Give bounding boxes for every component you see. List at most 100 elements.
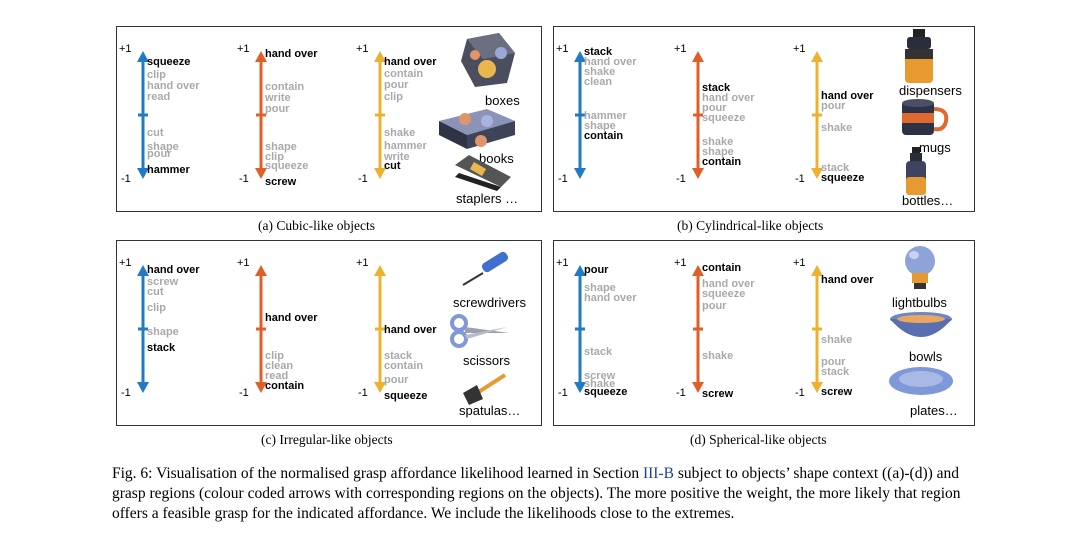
affordance-label: contain (584, 130, 624, 142)
affordance-label: shake (821, 122, 853, 134)
tick-minus-one: -1 (558, 387, 568, 399)
affordance-label: stack (821, 366, 850, 378)
affordance-label: hand over (702, 278, 755, 290)
affordance-label: shake (702, 136, 734, 148)
box-image (461, 33, 515, 87)
affordance-label: screw (584, 370, 616, 382)
affordance-label: clip (384, 91, 403, 103)
caption-c: (c) Irregular-like objects (261, 432, 393, 447)
tick-minus-one: -1 (239, 173, 249, 185)
affordance-label: contain (265, 81, 305, 93)
affordance-label: stack (702, 82, 731, 94)
affordance-label: shape (702, 146, 734, 158)
affordance-label: squeeze (821, 172, 865, 184)
tick-plus-one: +1 (119, 257, 132, 269)
plate-image (889, 367, 953, 395)
tick-plus-one: +1 (119, 43, 132, 55)
orange-arrow (255, 51, 267, 179)
affordance-label: read (265, 370, 289, 382)
lightbulb-image (905, 246, 935, 289)
book-image (439, 109, 515, 149)
affordance-label: write (265, 92, 291, 104)
blue-arrow (574, 265, 586, 393)
affordance-label: clip (265, 151, 284, 163)
affordance-label: stack (584, 46, 613, 58)
object-label-spatulas: spatulas… (459, 403, 521, 418)
affordance-label: squeeze (584, 386, 628, 398)
affordance-label: hand over (821, 90, 874, 102)
tick-minus-one: -1 (558, 173, 568, 185)
affordance-label: pour (384, 374, 409, 386)
affordance-label: shake (702, 350, 734, 362)
affordance-label: cut (147, 127, 164, 139)
object-label-bowls: bowls (909, 349, 943, 364)
affordance-label: screw (147, 276, 179, 288)
affordance-label: shape (147, 326, 179, 338)
tick-plus-one: +1 (793, 257, 806, 269)
affordance-label: pour (702, 300, 727, 312)
affordance-label: hand over (821, 274, 874, 286)
affordance-label: screw (265, 176, 297, 188)
affordance-label: squeeze (147, 56, 191, 68)
affordance-label: shape (147, 141, 179, 153)
tick-plus-one: +1 (556, 43, 569, 55)
affordance-label: stack (584, 346, 613, 358)
affordance-label: pour (821, 356, 846, 368)
affordance-label: cut (384, 160, 401, 172)
tick-plus-one: +1 (356, 43, 369, 55)
caption-text-end: subject to objects’ shape context ((a)-(… (112, 465, 961, 522)
affordance-label: hand over (702, 92, 755, 104)
object-label-mugs: mugs (919, 140, 951, 155)
tick-minus-one: -1 (795, 387, 805, 399)
affordance-label: contain (384, 68, 424, 80)
orange-arrow (692, 51, 704, 179)
tick-minus-one: -1 (676, 173, 686, 185)
blue-arrow (137, 51, 149, 179)
yellow-arrow (374, 51, 386, 179)
tick-plus-one: +1 (674, 257, 687, 269)
affordance-label: hammer (147, 164, 190, 176)
affordance-label: squeeze (265, 160, 309, 172)
affordance-label: write (384, 151, 410, 163)
affordance-label: pour (147, 148, 172, 160)
affordance-label: shape (265, 141, 297, 153)
caption-text-start: Fig. 6: Visualisation of the normalised … (112, 465, 643, 482)
affordance-label: squeeze (702, 112, 746, 124)
figure-caption: Fig. 6: Visualisation of the normalised … (112, 464, 972, 524)
tick-minus-one: -1 (358, 387, 368, 399)
yellow-arrow (374, 265, 386, 393)
object-label-screwdrivers: screwdrivers (453, 295, 526, 310)
affordance-label: hand over (584, 56, 637, 68)
affordance-label: shake (384, 127, 416, 139)
tick-minus-one: -1 (795, 173, 805, 185)
object-label-lightbulbs: lightbulbs (892, 295, 947, 310)
affordance-label: contain (384, 360, 424, 372)
affordance-label: pour (584, 264, 609, 276)
affordance-label: shake (584, 66, 616, 78)
affordance-label: pour (821, 100, 846, 112)
affordance-label: pour (702, 102, 727, 114)
dispenser-image (905, 29, 933, 83)
affordance-label: contain (702, 262, 742, 274)
affordance-label: clip (265, 350, 284, 362)
object-label-books: books (479, 151, 514, 166)
tick-plus-one: +1 (556, 257, 569, 269)
spatula-image (463, 373, 507, 405)
section-link[interactable]: III-B (642, 465, 674, 482)
orange-arrow (692, 265, 704, 393)
affordance-label: cut (147, 286, 164, 298)
bowl-image (890, 312, 952, 337)
affordance-label: contain (265, 380, 305, 392)
tick-plus-one: +1 (237, 257, 250, 269)
caption-d: (d) Spherical-like objects (690, 432, 827, 447)
affordance-label: clip (147, 69, 166, 81)
tick-minus-one: -1 (358, 173, 368, 185)
object-label-dispensers: dispensers (899, 83, 962, 98)
scissors-image (450, 314, 509, 348)
yellow-arrow (811, 51, 823, 179)
tick-minus-one: -1 (239, 387, 249, 399)
affordance-label: screw (702, 388, 734, 400)
object-label-plates: plates… (910, 403, 958, 418)
